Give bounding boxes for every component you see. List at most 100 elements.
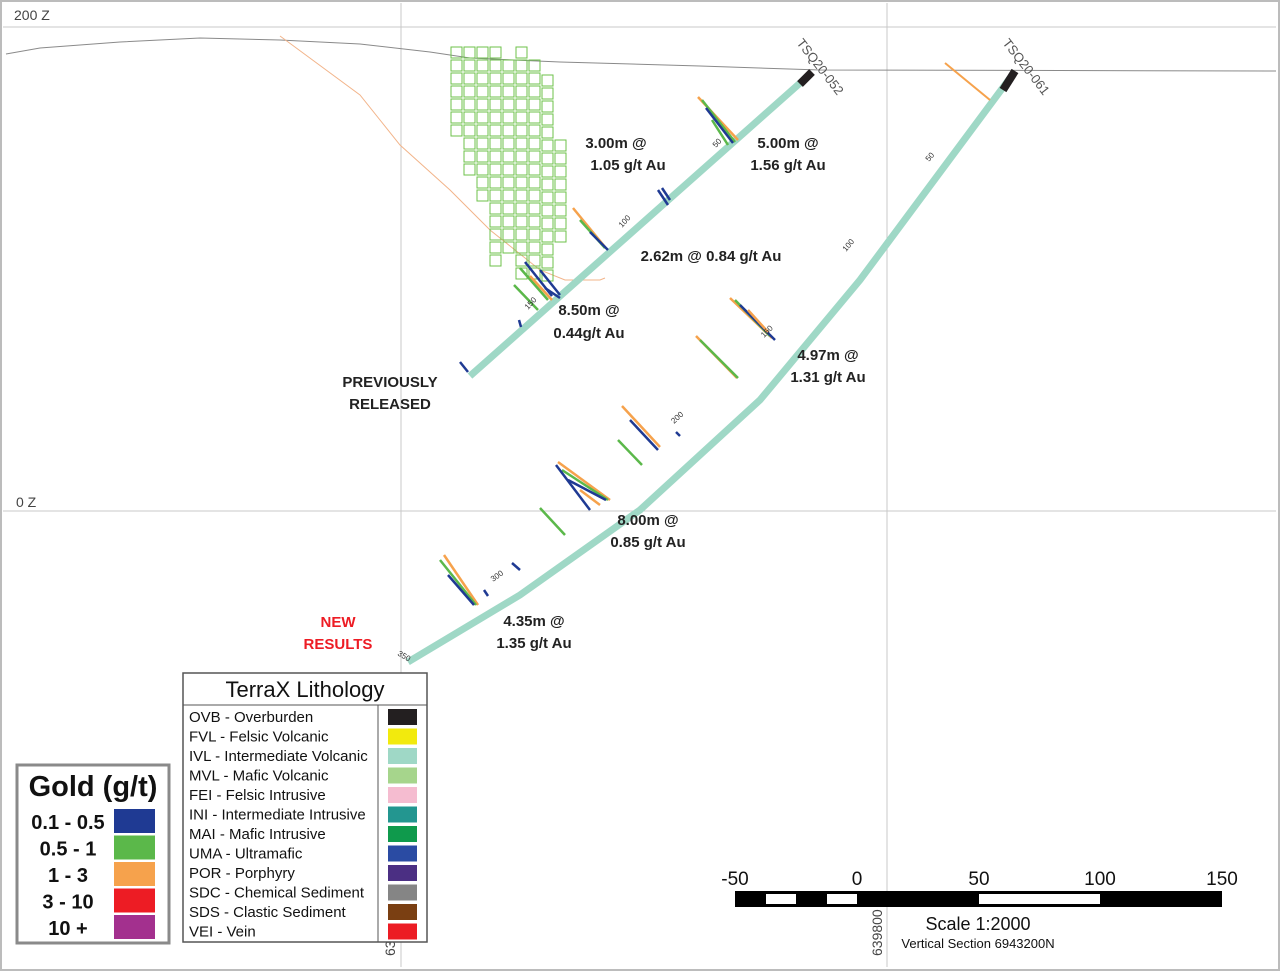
block-cell (528, 150, 541, 163)
depth-marks-061: 50 100 150 200 300 350 (396, 150, 937, 663)
block-cell (554, 165, 567, 178)
section-text: Vertical Section 6943200N (901, 936, 1054, 951)
block-cell (476, 124, 489, 137)
block-cell (515, 111, 528, 124)
block-cell (541, 100, 554, 113)
block-cell (476, 98, 489, 111)
block-cell (463, 111, 476, 124)
depth-mark: 50 (711, 136, 724, 149)
depth-mark: 200 (669, 409, 685, 425)
block-cell (528, 228, 541, 241)
block-cell (463, 124, 476, 137)
block-cell (489, 215, 502, 228)
block-cell (502, 176, 515, 189)
block-cell (502, 150, 515, 163)
lithology-swatch (388, 709, 417, 725)
assay-bar (539, 507, 566, 536)
intercept-label-line1: 2.62m @ 0.84 g/t Au (641, 248, 782, 265)
block-cell (476, 137, 489, 150)
lithology-swatch (388, 748, 417, 764)
lithology-label: IVL - Intermediate Volcanic (189, 748, 368, 765)
block-cell (554, 139, 567, 152)
assay-bar (739, 304, 776, 341)
block-cell (515, 176, 528, 189)
lithology-label: SDC - Chemical Sediment (189, 885, 365, 902)
scale-tick-label: -50 (721, 869, 748, 890)
block-cell (450, 124, 463, 137)
assay-bar (701, 99, 736, 143)
lithology-label: VEI - Vein (189, 924, 256, 941)
block-cell (528, 124, 541, 137)
block-cell (476, 59, 489, 72)
elevation-label-0z: 0 Z (16, 494, 37, 510)
gold-range-label: 1 - 3 (48, 865, 88, 887)
lithology-swatch (388, 923, 417, 940)
gold-range-label: 0.5 - 1 (40, 839, 97, 861)
assay-bar (617, 439, 643, 466)
gold-swatch (114, 888, 155, 913)
scale-bar-base (735, 891, 1222, 907)
lithology-swatch (388, 826, 417, 842)
assay-bar (459, 361, 469, 373)
gold-swatch (114, 862, 155, 886)
lithology-swatch (388, 728, 417, 745)
block-cell (502, 215, 515, 228)
block-cell (528, 98, 541, 111)
scale-text: Scale 1:2000 (925, 914, 1030, 934)
assay-bar (567, 478, 607, 502)
block-cell (515, 215, 528, 228)
intercept-label-line1: 8.50m @ (558, 302, 619, 319)
block-cell (489, 111, 502, 124)
block-cell (554, 178, 567, 191)
block-cell (463, 163, 476, 176)
orange-collar-line (944, 62, 991, 101)
block-cell (476, 150, 489, 163)
lithology-label: UMA - Ultramafic (189, 846, 303, 863)
intercept-label-line1: 4.97m @ (797, 347, 858, 364)
block-cell (528, 202, 541, 215)
intercept-label-line2: 1.56 g/t Au (750, 157, 825, 174)
block-cell (489, 72, 502, 85)
block-cell (515, 46, 528, 59)
block-cell (502, 202, 515, 215)
intercept-label-line2: 1.35 g/t Au (496, 635, 571, 652)
block-cell (476, 85, 489, 98)
intercept-labels: 3.00m @ 1.05 g/t Au 5.00m @ 1.56 g/t Au … (496, 135, 865, 652)
assay-bar (557, 460, 611, 502)
block-cell (541, 230, 554, 243)
block-cell (554, 191, 567, 204)
intercept-label-line1: 8.00m @ (617, 512, 678, 529)
block-cell (541, 256, 554, 269)
block-cell (515, 254, 528, 267)
assay-bar (656, 189, 670, 206)
overburden-collar-061 (999, 68, 1019, 93)
block-cell (515, 189, 528, 202)
lithology-swatch (388, 787, 417, 803)
block-cell (541, 87, 554, 100)
block-cell (489, 254, 502, 267)
orange-shell-outline (279, 35, 606, 281)
block-cell (502, 189, 515, 202)
block-cell (528, 241, 541, 254)
block-cell (463, 59, 476, 72)
block-cell (463, 46, 476, 59)
depth-mark: 100 (841, 237, 857, 253)
block-cell (476, 111, 489, 124)
previously-released-line2: RELEASED (349, 396, 431, 413)
assay-bar (675, 431, 681, 437)
new-results-line2: RESULTS (304, 636, 373, 653)
assay-bar (747, 309, 769, 333)
assay-bar (442, 554, 480, 606)
gold-legend: Gold (g/t) 0.1 - 0.50.5 - 11 - 33 - 1010… (15, 763, 171, 945)
block-cell (489, 150, 502, 163)
gold-range-label: 3 - 10 (42, 892, 93, 914)
assay-bars (439, 96, 776, 606)
hole-name-052: TSQ20-052 (794, 36, 847, 98)
assay-bar (544, 286, 561, 300)
block-cell (489, 59, 502, 72)
block-cell (476, 46, 489, 59)
